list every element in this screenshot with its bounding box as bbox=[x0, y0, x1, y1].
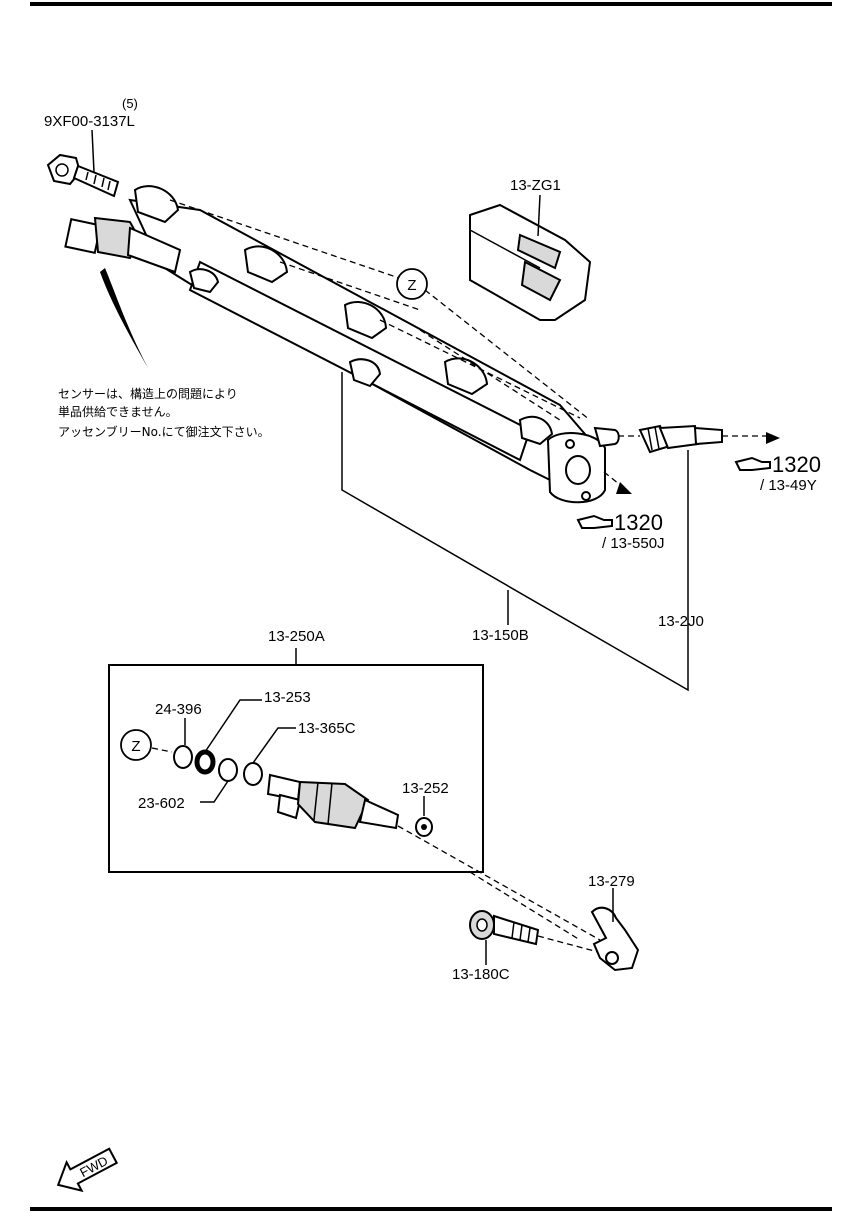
leader-bolt bbox=[91, 129, 95, 173]
injector-assembly-box-13-250a[interactable] bbox=[108, 664, 484, 873]
cover-label: 13-ZG1 bbox=[510, 177, 561, 194]
leader-oring-253 bbox=[204, 699, 262, 753]
oring-253-label: 13-253 bbox=[264, 689, 311, 706]
leader-cover bbox=[537, 194, 541, 237]
pointing-hand-icon bbox=[576, 514, 613, 529]
sensor-wedge bbox=[100, 268, 148, 368]
pointing-hand-icon bbox=[734, 456, 771, 471]
injector-13-250a[interactable] bbox=[266, 773, 400, 830]
ref2-sub: / 13-550J bbox=[602, 535, 665, 552]
arrow-to-1320-right bbox=[766, 432, 780, 444]
z-callout-box[interactable] bbox=[120, 729, 152, 761]
bracket-13-279[interactable] bbox=[590, 906, 640, 972]
arrow-to-1320-lower bbox=[616, 482, 632, 494]
ring-13-365c[interactable] bbox=[243, 762, 263, 786]
z-top-label: Z bbox=[407, 277, 416, 294]
bolt-qty-label: (5) bbox=[122, 96, 138, 111]
ref2-number: 1320 bbox=[614, 510, 663, 535]
cap-label: 13-252 bbox=[402, 780, 449, 797]
leader-ring-365c bbox=[252, 727, 296, 764]
ring-602-label: 23-602 bbox=[138, 795, 185, 812]
rail-label: 13-150B bbox=[472, 627, 529, 644]
fuel-pipe-fitting-13-2j0[interactable] bbox=[638, 424, 723, 454]
ring-365c-label: 13-365C bbox=[298, 720, 356, 737]
cover-13-zg1[interactable] bbox=[469, 203, 592, 321]
pipe-label: 13-2J0 bbox=[658, 613, 704, 630]
ref1-sub: / 13-49Y bbox=[760, 477, 817, 494]
top-rule bbox=[30, 2, 832, 6]
fuel-rail-13-150b[interactable] bbox=[128, 185, 620, 504]
z-callout-top[interactable] bbox=[396, 268, 428, 300]
fwd-arrow-icon: FWD bbox=[56, 1147, 119, 1193]
ring-23-602[interactable] bbox=[218, 758, 238, 782]
washer-label: 24-396 bbox=[155, 701, 202, 718]
bolt-9xf00-3137l[interactable] bbox=[46, 153, 120, 198]
note-line-1: センサーは、構造上の問題により bbox=[58, 387, 238, 401]
leader-ring-602 bbox=[200, 780, 229, 803]
z-box-label: Z bbox=[131, 738, 140, 755]
reference-1320-13-550j[interactable]: 1320 / 13-550J bbox=[576, 510, 665, 552]
bolt-13-180c[interactable] bbox=[469, 910, 540, 946]
bolt2-label: 13-180C bbox=[452, 966, 510, 983]
washer-24-396[interactable] bbox=[173, 745, 193, 769]
bracket-label: 13-279 bbox=[588, 873, 635, 890]
note-line-2: 単品供給できません。 bbox=[58, 405, 178, 419]
oring-13-253[interactable] bbox=[194, 749, 216, 775]
reference-1320-13-49y[interactable]: 1320 / 13-49Y bbox=[734, 452, 821, 494]
leader-rail-and-pipe bbox=[341, 372, 689, 692]
bottom-rule bbox=[30, 1207, 832, 1211]
injector-on-rail[interactable] bbox=[64, 216, 182, 274]
ref1-number: 1320 bbox=[772, 452, 821, 477]
injector-asm-label: 13-250A bbox=[268, 628, 325, 645]
bolt-label: 9XF00-3137L bbox=[44, 113, 135, 130]
note-line-3: アッセンブリーNo.にて御注文下さい。 bbox=[58, 424, 270, 439]
